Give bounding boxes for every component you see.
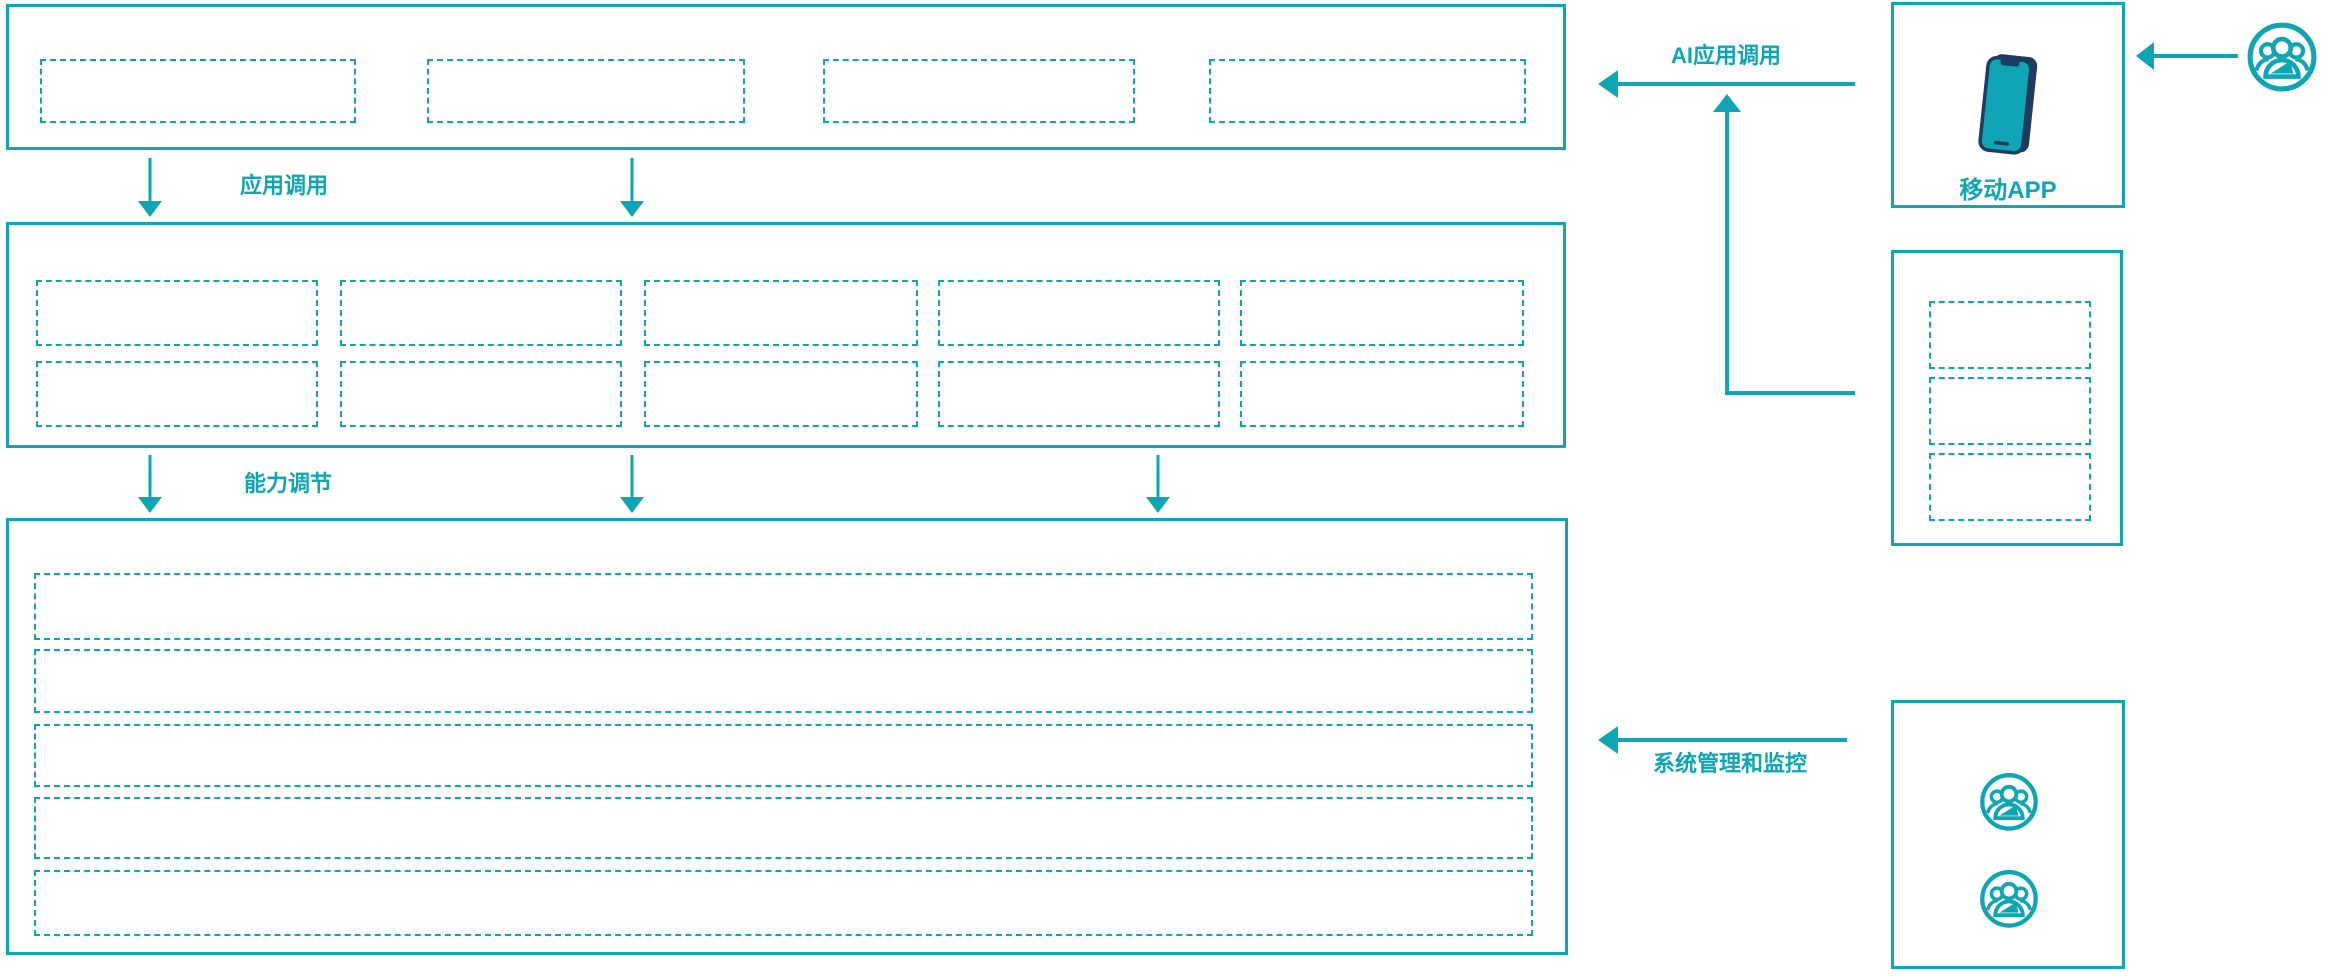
placeholder-box [1209,59,1526,123]
users-icon [1978,867,2040,929]
system-monitor-arrow [1598,726,1847,754]
users-icon [1978,770,2040,832]
placeholder-box [644,361,918,427]
placeholder-box [40,59,356,123]
bottom-layer-panel [6,518,1568,955]
mobile-app-label: 移动APP [1959,177,2057,204]
placeholder-row [34,870,1533,936]
ai-app-call-label: AI应用调用 [1670,43,1781,68]
users-icon [2245,19,2319,93]
capability-adjust-label: 能力调节 [244,471,333,496]
ai-app-call-arrow [1598,70,1855,98]
capability-arrow-mid [620,455,644,513]
placeholder-row [34,797,1533,859]
top-layer-panel [6,4,1566,150]
system-monitor-label: 系统管理和监控 [1652,751,1807,776]
app-call-label: 应用调用 [240,173,329,198]
placeholder-row [34,724,1533,787]
placeholder-box [427,59,745,123]
user-to-mobile-arrow [2136,42,2238,70]
placeholder-box [340,280,622,346]
placeholder-box [938,361,1220,427]
placeholder-box [36,280,318,346]
placeholder-box [1240,280,1524,346]
placeholder-box [938,280,1220,346]
placeholder-box [644,280,918,346]
placeholder-box [1929,453,2091,521]
placeholder-box [823,59,1135,123]
smartphone-icon [1977,53,2039,158]
app-call-arrow-right [620,158,644,217]
placeholder-box [340,361,622,427]
capability-arrow-right [1146,455,1170,513]
middle-layer-panel [6,222,1566,448]
placeholder-box [1240,361,1524,427]
right-middle-up-connector [1713,94,1855,395]
capability-arrow-left [138,455,162,513]
admin-panel [1891,700,2125,969]
placeholder-row [34,649,1533,713]
right-middle-panel [1891,250,2123,546]
mobile-app-panel: 移动APP [1891,2,2125,208]
placeholder-row [34,573,1533,640]
placeholder-box [1929,301,2091,369]
placeholder-box [36,361,318,427]
app-call-arrow-left [138,158,162,217]
placeholder-box [1929,377,2091,445]
